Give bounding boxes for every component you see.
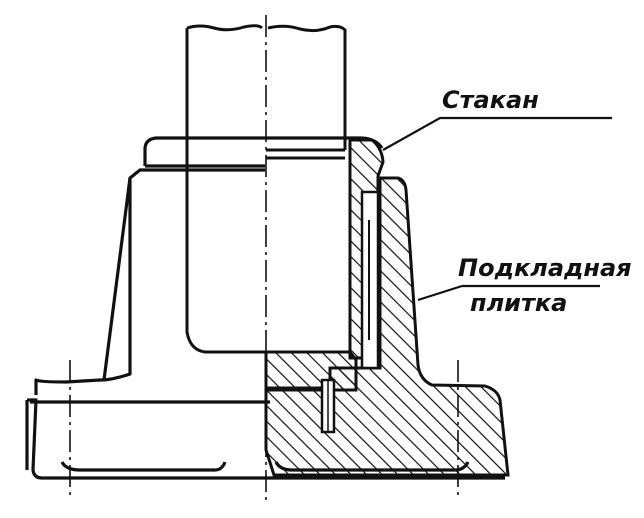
label-plate-line2: плитка <box>470 289 568 317</box>
leader-lines <box>382 116 612 302</box>
shaft <box>185 24 350 354</box>
section-hatching <box>264 138 510 477</box>
label-plate-line1: Подкладная <box>458 254 632 282</box>
label-cup: Стакан <box>442 86 539 114</box>
center-lines <box>69 15 459 505</box>
